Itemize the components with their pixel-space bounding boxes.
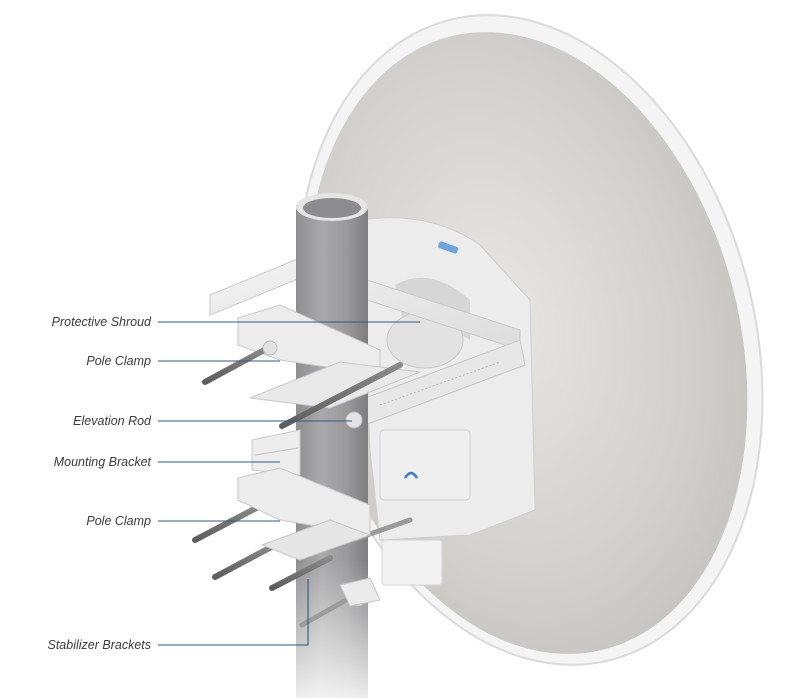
label-stabilizer-brackets: Stabilizer Brackets xyxy=(47,638,151,652)
mounting-bracket xyxy=(251,429,301,476)
label-protective-shroud: Protective Shroud xyxy=(51,315,151,329)
blue-tag-icon xyxy=(438,241,459,254)
leader-line-stabilizer-brackets xyxy=(158,579,309,646)
ubiquiti-logo-icon xyxy=(403,471,419,479)
lower-pole-clamp xyxy=(237,467,372,561)
stabilizer-brackets xyxy=(339,577,381,607)
label-pole-clamp-upper: Pole Clamp xyxy=(86,354,151,368)
label-elevation-rod: Elevation Rod xyxy=(73,414,151,428)
label-mounting-bracket: Mounting Bracket xyxy=(53,455,151,469)
label-pole-clamp-lower: Pole Clamp xyxy=(86,514,151,528)
elevation-rod-nut xyxy=(345,411,363,429)
